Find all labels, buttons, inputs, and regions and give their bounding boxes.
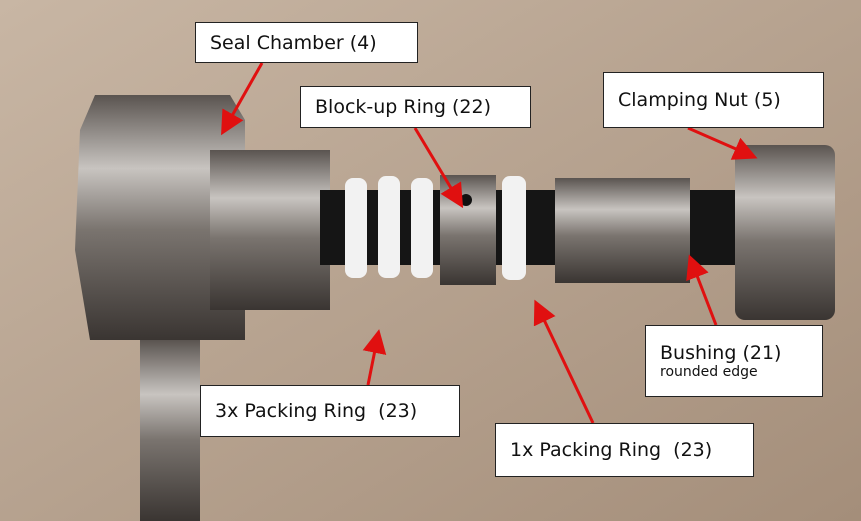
label-clamping-nut: Clamping Nut (5) [603,72,824,128]
arrow-bushing [686,254,718,326]
label-text: Clamping Nut (5) [618,89,781,111]
threaded-section [210,150,330,310]
label-text: Block-up Ring (22) [315,96,492,118]
label-block-up-ring: Block-up Ring (22) [300,86,531,128]
seal-chamber-body [75,95,245,340]
label-packing-1x: 1x Packing Ring (23) [495,423,754,477]
arrow-seal-chamber [221,62,264,136]
label-text: 3x Packing Ring (23) [215,400,418,422]
clamping-nut [735,145,835,320]
label-text: 1x Packing Ring (23) [510,439,713,461]
packing-rings [345,176,526,280]
block-up-ring [440,175,496,285]
label-text: Seal Chamber (4) [210,31,377,54]
arrow-packing-1x [533,299,595,424]
label-bushing: Bushing (21)rounded edge [645,325,823,397]
bushing [555,178,690,283]
arrow-packing-3x [362,329,387,386]
label-subtext: rounded edge [660,364,758,380]
pipe-fitting [140,340,200,521]
label-packing-3x: 3x Packing Ring (23) [200,385,460,437]
label-text: Bushing (21) [660,342,782,364]
label-seal-chamber: Seal Chamber (4) [195,22,418,63]
arrow-block-up-ring [413,127,464,209]
arrows [221,62,758,424]
arrow-clamping-nut [687,126,758,160]
